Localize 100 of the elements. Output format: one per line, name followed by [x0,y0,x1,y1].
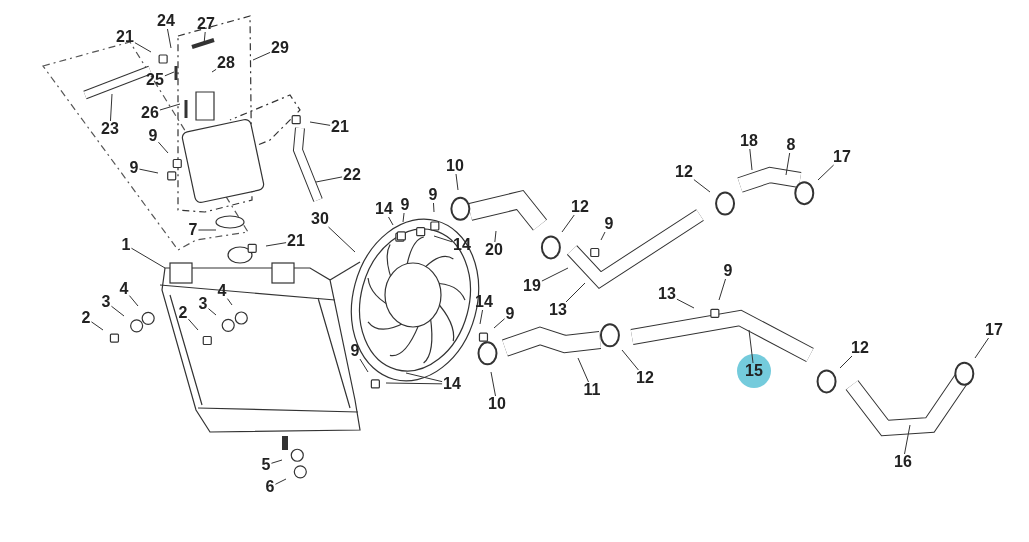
callout-number: 10 [445,158,465,174]
callout-number: 22 [342,167,362,183]
leader-line [252,51,271,61]
leader-line [974,337,990,359]
callout-number: 2 [80,310,92,326]
leader-line [577,357,589,383]
leader-line [718,278,726,301]
callout-number: 12 [635,370,655,386]
leader-line [385,382,443,385]
leader-line [565,282,586,303]
callout-number: 13 [548,302,568,318]
leader-line [187,318,199,331]
leader-line [270,459,283,464]
callout-number: 28 [216,55,236,71]
callout-number: 21 [286,233,306,249]
leader-line [90,321,104,331]
leader-line [405,372,443,383]
callout-number: 17 [832,149,852,165]
callout-number: 21 [330,119,350,135]
leader-line [479,309,484,325]
leader-line [904,424,911,455]
leader-line [203,31,206,45]
leader-line [839,355,853,369]
leader-line [197,229,217,231]
leader-line [109,93,113,122]
callout-number: 2 [177,305,189,321]
callout-number: 23 [100,121,120,137]
callout-number: 9 [427,187,439,203]
callout-number: 9 [128,160,140,176]
callout-number: 17 [984,322,1004,338]
leader-line [676,298,695,309]
leader-line [157,141,169,154]
leader-line [130,247,166,269]
leader-line [433,235,453,243]
leader-line [211,68,217,73]
callout-number: 26 [140,105,160,121]
leader-line [167,28,172,49]
leader-line [226,298,233,306]
leader-line [128,295,139,307]
leader-line [490,371,496,397]
callout-number: 5 [260,457,272,473]
leader-line [600,231,606,241]
leader-line [817,164,835,181]
callout-number: 12 [674,164,694,180]
leader-line [110,305,125,317]
callout-number: 16 [893,454,913,470]
callout-number: 13 [657,286,677,302]
leader-line [138,168,159,174]
leader-line [159,103,181,111]
callout-number: 30 [310,211,330,227]
callout-number: 3 [197,296,209,312]
callout-number: 6 [264,479,276,495]
callout-number: 24 [156,13,176,29]
leader-line [693,179,711,193]
callout-number: 11 [582,382,602,398]
callout-number: 15 [744,363,764,379]
callout-number: 29 [270,40,290,56]
callout-number: 4 [118,281,130,297]
callout-number: 9 [603,216,615,232]
callout-number: 25 [145,72,165,88]
callout-number: 9 [722,263,734,279]
leader-line [749,148,753,171]
leader-line [207,308,217,316]
leader-line [432,202,435,213]
leader-line [493,318,506,329]
leader-line [561,214,575,233]
leader-line [134,42,152,53]
callout-number: 20 [484,242,504,258]
leader-line [402,212,405,223]
callout-number: 14 [442,376,462,392]
callout-number: 8 [785,137,797,153]
callout-number: 3 [100,294,112,310]
leader-line [328,226,356,253]
callout-number: 9 [349,343,361,359]
callout-number: 12 [570,199,590,215]
leader-line [265,242,287,247]
leader-line [541,267,569,282]
callout-number: 7 [187,222,199,238]
callout-number: 19 [522,278,542,294]
leader-line [785,152,791,176]
leader-line [309,121,331,126]
callout-number: 1 [120,237,132,253]
callout-number: 27 [196,16,216,32]
leader-line [621,349,639,371]
callout-number: 14 [374,201,394,217]
leader-line [164,71,175,77]
callout-number: 10 [487,396,507,412]
callout-number: 21 [115,29,135,45]
callout-number: 9 [504,306,516,322]
leader-line [388,216,394,226]
callout-number: 18 [739,133,759,149]
leader-line [274,478,287,485]
callout-number: 9 [399,197,411,213]
leader-line [315,176,343,183]
leader-line [359,358,369,373]
leader-line [494,230,497,243]
leader-line [748,329,754,364]
callout-number: 9 [147,128,159,144]
callout-number: 12 [850,340,870,356]
leader-line [455,173,459,191]
